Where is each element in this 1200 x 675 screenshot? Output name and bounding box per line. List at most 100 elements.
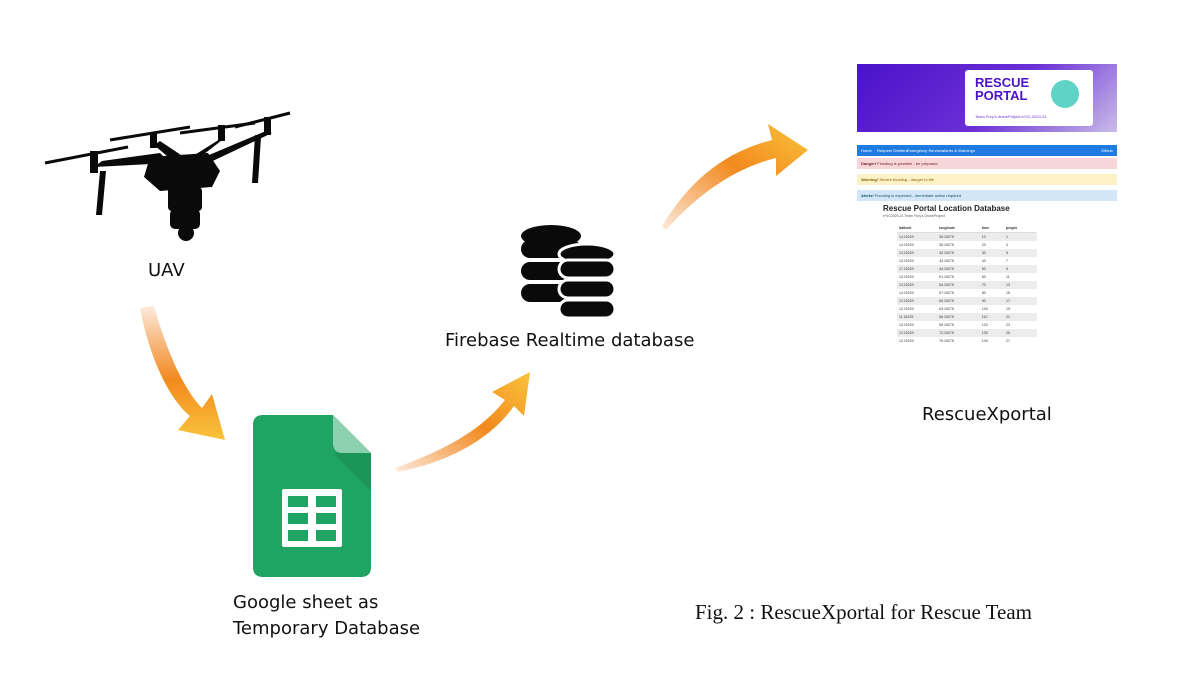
table-cell: 12.15229 xyxy=(899,307,914,311)
table-cell: 27 xyxy=(1006,339,1010,343)
portal-alert-info: Alerts! Flooding is expected - immediate… xyxy=(857,190,1117,201)
table-cell: 17.15229 xyxy=(897,265,938,273)
table-cell: 60.15275 xyxy=(937,297,980,305)
arrow-uav-to-sheet xyxy=(140,306,225,440)
table-cell: 14.15229 xyxy=(899,243,914,247)
table-row: 14.15229 35.15275 20 3 xyxy=(897,241,1037,249)
table-column-header: time xyxy=(979,224,1004,233)
alert-info-text: Flooding is expected - immediate action … xyxy=(874,193,962,198)
table-cell: 72.15275 xyxy=(937,329,980,337)
portal-logo-subtitle: Team Fury's droneProject eYIC-2020-21 xyxy=(975,114,1047,119)
table-cell: 11 xyxy=(1006,275,1010,279)
portal-nav-emergency-services[interactable]: Emergency Services xyxy=(907,148,944,153)
portal-nav-home[interactable]: Home xyxy=(861,148,872,153)
table-column-header: longitude xyxy=(937,224,980,233)
portal-nav-github[interactable]: Github xyxy=(1101,148,1113,153)
table-cell: 90 xyxy=(979,297,1004,305)
table-cell: 30 xyxy=(979,249,1004,257)
table-cell: 130 xyxy=(979,329,1004,337)
table-cell: 7 xyxy=(1006,259,1008,263)
table-column-header: people xyxy=(1004,224,1037,233)
table-cell: 35.15275 xyxy=(939,243,954,247)
arrow-firebase-to-portal xyxy=(662,124,808,230)
figure-caption: Fig. 2 : RescueXportal for Rescue Team xyxy=(695,600,1032,624)
table-cell: 13.15229 xyxy=(899,259,914,263)
table-cell: 13.15229 xyxy=(899,275,914,279)
portal-nav-request-shelters[interactable]: Request Shelters xyxy=(877,148,908,153)
table-cell: 14.15229 xyxy=(897,232,938,241)
alert-info-bold: Alerts! xyxy=(861,193,874,198)
google-sheet-label: Google sheet as Temporary Database xyxy=(233,590,420,642)
table-cell: 44.15275 xyxy=(937,265,980,273)
portal-banner: RESCUE PORTAL Team Fury's droneProject e… xyxy=(857,64,1117,132)
drone-icon xyxy=(44,111,291,241)
arrow-sheet-to-firebase xyxy=(395,372,530,472)
table-cell: 9 xyxy=(1004,265,1037,273)
table-cell: 10 xyxy=(979,232,1004,241)
table-cell: 42.15275 xyxy=(937,249,980,257)
portal-table-title: Rescue Portal Location Database xyxy=(883,204,1010,213)
table-cell: 120 xyxy=(981,323,988,327)
table-cell: 35.15275 xyxy=(937,232,980,241)
uav-label: UAV xyxy=(148,260,185,281)
table-cell: 54.15275 xyxy=(937,281,980,289)
portal-logo: RESCUE PORTAL Team Fury's droneProject e… xyxy=(965,70,1093,126)
portal-logo-title-line2: PORTAL xyxy=(975,88,1028,103)
table-cell: 13.15229 xyxy=(899,323,914,327)
table-cell: 23 xyxy=(1006,323,1010,327)
table-cell: 1 xyxy=(1004,232,1037,241)
table-cell: 63.15275 xyxy=(939,307,954,311)
table-cell: 100 xyxy=(981,307,988,311)
table-cell: 12.15229 xyxy=(897,297,938,305)
table-cell: 12.15229 xyxy=(899,339,914,343)
table-cell: 11.15229 xyxy=(897,313,938,321)
table-cell: 13.15229 xyxy=(897,249,938,257)
google-sheets-icon xyxy=(253,415,371,577)
table-row: 14.15229 57.15275 80 15 xyxy=(897,289,1037,297)
portal-nav-alerts[interactable]: Alerts & Warnings xyxy=(943,148,975,153)
table-cell: 57.15275 xyxy=(939,291,954,295)
table-row: 13.15229 69.15275 120 23 xyxy=(897,321,1037,329)
table-cell: 43.15275 xyxy=(939,259,954,263)
portal-logo-title-line1: RESCUE xyxy=(975,75,1030,90)
table-cell: 13.15229 xyxy=(897,281,938,289)
table-cell: 60 xyxy=(981,275,986,279)
alert-danger-bold: Danger! xyxy=(861,161,877,166)
table-cell: 15 xyxy=(1006,291,1010,295)
table-cell: 110 xyxy=(979,313,1004,321)
table-cell: 3 xyxy=(1006,243,1008,247)
google-sheet-label-line1: Google sheet as xyxy=(233,592,379,613)
portal-table-subtitle: eYIC2020-21 Team Fury's DroneProject xyxy=(883,214,945,218)
table-cell: 80 xyxy=(981,291,986,295)
table-cell: 13 xyxy=(1004,281,1037,289)
alert-warning-bold: Warning! xyxy=(861,177,879,182)
google-sheet-label-line2: Temporary Database xyxy=(233,618,421,639)
rescue-portal-screenshot: RESCUE PORTAL Team Fury's droneProject e… xyxy=(857,64,1117,384)
rescuexportal-label: RescueXportal xyxy=(922,404,1052,425)
firebase-label: Firebase Realtime database xyxy=(445,330,695,351)
alert-warning-text: Severe flooding - danger to life xyxy=(879,177,934,182)
portal-alert-danger: Danger! Flooding is possible - be prepar… xyxy=(857,158,1117,169)
table-cell: 69.15275 xyxy=(939,323,954,327)
portal-alert-warning: Warning! Severe flooding - danger to lif… xyxy=(857,174,1117,185)
portal-navbar: Home Request Shelters Emergency Services… xyxy=(857,145,1117,156)
table-cell: 5 xyxy=(1004,249,1037,257)
table-cell: 21 xyxy=(1004,313,1037,321)
table-cell: 19 xyxy=(1006,307,1010,311)
table-cell: 20 xyxy=(981,243,986,247)
table-row: 12.15229 63.15275 100 19 xyxy=(897,305,1037,313)
table-cell: 50 xyxy=(979,265,1004,273)
table-cell: 75.15275 xyxy=(939,339,954,343)
table-cell: 14.15229 xyxy=(899,291,914,295)
portal-logo-title: RESCUE PORTAL xyxy=(975,76,1045,102)
